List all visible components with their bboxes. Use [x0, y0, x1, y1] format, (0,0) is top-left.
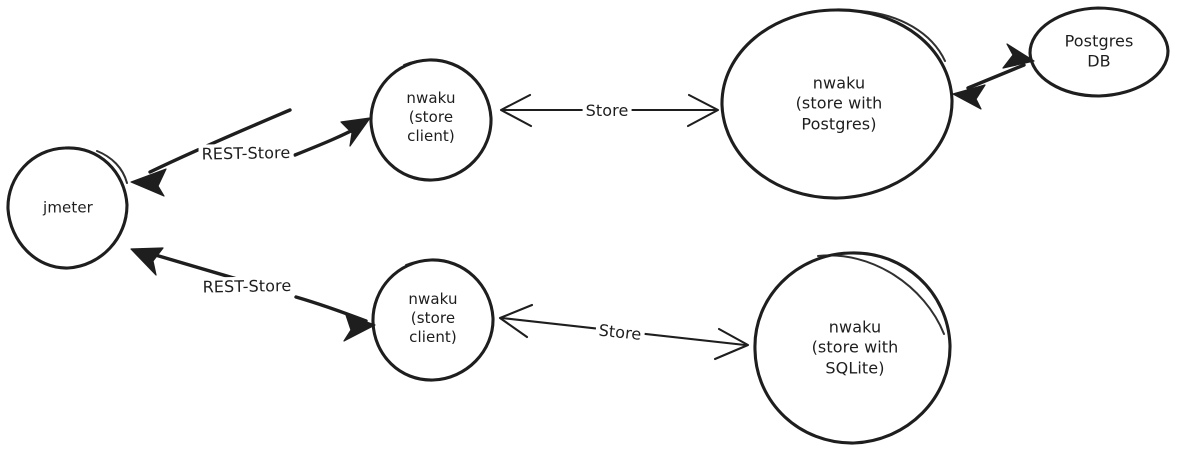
edge-store-top[interactable]	[499, 93, 720, 128]
edge-rest-store-top[interactable]	[130, 108, 371, 197]
edge-store-bottom[interactable]	[498, 303, 750, 361]
edge-postgres-link[interactable]	[952, 43, 1035, 110]
node-jmeter-shape[interactable]	[6, 146, 129, 270]
node-store-sqlite-shape[interactable]	[753, 251, 952, 445]
node-store-postgres-shape[interactable]	[720, 8, 954, 200]
node-postgres-db-shape[interactable]	[1028, 6, 1170, 98]
node-store-client-bottom-shape[interactable]	[371, 258, 495, 382]
node-store-client-top-shape[interactable]	[369, 58, 493, 182]
edge-rest-store-bottom[interactable]	[130, 247, 376, 342]
